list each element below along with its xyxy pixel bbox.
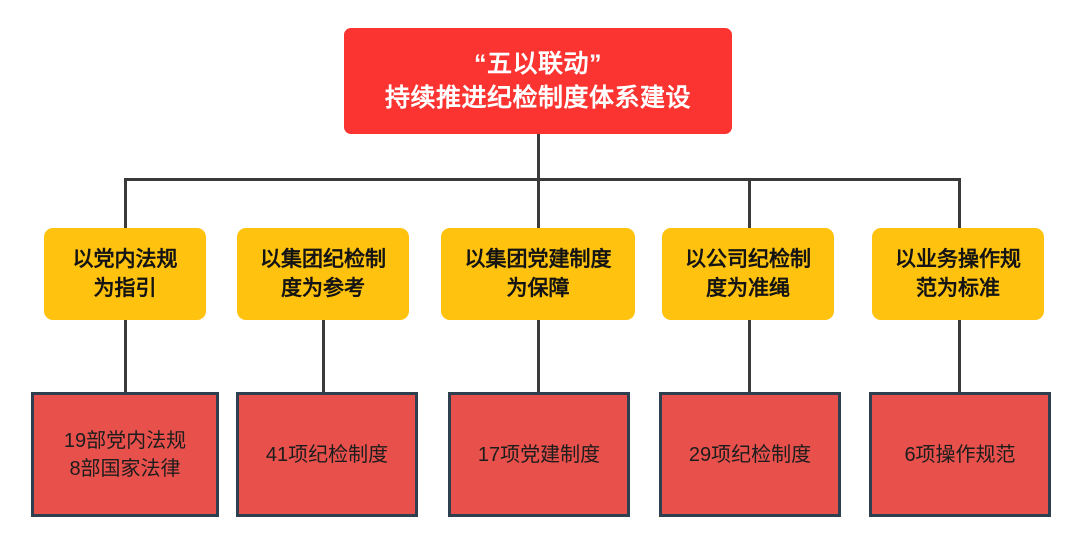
result-node-5: 6项操作规范	[869, 392, 1051, 517]
root-node-line-2: 持续推进纪检制度体系建设	[384, 84, 691, 112]
result-node-5-line-1: 6项操作规范	[904, 443, 1016, 466]
principle-node-4: 以公司纪检制 度为准绳	[662, 228, 834, 320]
principle-node-4-line-2: 度为准绳	[706, 277, 790, 300]
result-node-1-line-1: 19部党内法规	[63, 429, 187, 452]
principle-node-2: 以集团纪检制 度为参考	[237, 228, 409, 320]
connector-bus-to-principle-1	[124, 178, 127, 229]
result-node-1-line-2: 8部国家法律	[69, 457, 181, 480]
principle-node-2-line-1: 以集团纪检制	[260, 248, 386, 271]
result-node-2-line-1: 41项纪检制度	[265, 443, 389, 466]
principle-node-5-line-1: 以业务操作规	[895, 248, 1021, 271]
root-node-title: “五以联动” 持续推进纪检制度体系建设	[344, 28, 732, 134]
result-node-4-line-1: 29项纪检制度	[688, 443, 812, 466]
principle-node-1-line-1: 以党内法规	[72, 248, 178, 271]
principle-node-3-line-1: 以集团党建制度	[464, 248, 612, 271]
principle-node-2-line-2: 度为参考	[281, 277, 365, 300]
principle-node-3-line-2: 为保障	[506, 277, 570, 300]
principle-node-5: 以业务操作规 范为标准	[872, 228, 1044, 320]
result-node-3: 17项党建制度	[448, 392, 630, 517]
result-node-4: 29项纪检制度	[659, 392, 841, 517]
result-node-3-line-1: 17项党建制度	[477, 443, 601, 466]
connector-principle-2-to-result-2	[322, 319, 325, 394]
connector-principle-5-to-result-5	[958, 319, 961, 394]
connector-root-stem	[537, 134, 540, 180]
connector-principle-3-to-result-3	[537, 319, 540, 394]
result-node-1: 19部党内法规 8部国家法律	[31, 392, 219, 517]
principle-node-1: 以党内法规 为指引	[44, 228, 206, 320]
result-node-2: 41项纪检制度	[236, 392, 418, 517]
principle-node-4-line-1: 以公司纪检制	[685, 248, 811, 271]
connector-principle-4-to-result-4	[748, 319, 751, 394]
connector-bus-to-principle-5	[958, 178, 961, 229]
principle-node-5-line-2: 范为标准	[916, 277, 1000, 300]
principle-node-3: 以集团党建制度 为保障	[441, 228, 635, 320]
connector-horizontal-bus	[124, 178, 961, 181]
connector-principle-1-to-result-1	[124, 319, 127, 394]
root-node-line-1: “五以联动”	[473, 50, 602, 78]
connector-bus-to-principle-3	[537, 178, 540, 229]
principle-node-1-line-2: 为指引	[93, 277, 157, 300]
connector-bus-to-principle-4	[748, 178, 751, 229]
